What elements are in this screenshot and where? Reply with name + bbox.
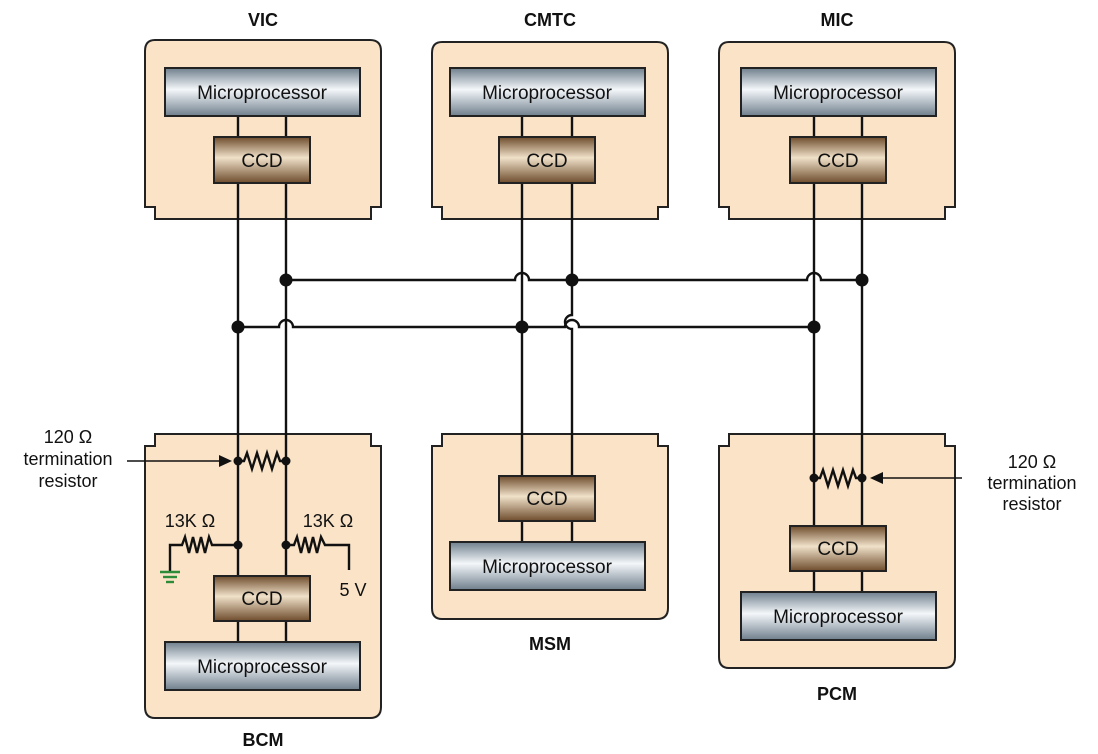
pcm-termination-resistor: [809, 465, 867, 491]
bcm-microprocessor-box: [164, 641, 361, 691]
msm-microprocessor-box: [449, 541, 646, 591]
left-resistor-label-line1: 120 Ω: [44, 427, 93, 447]
bcm-title: BCM: [243, 730, 284, 750]
vic-microprocessor-label: Microprocessor: [197, 83, 328, 104]
vic-ccd-box: [213, 136, 311, 184]
vic-microprocessor-box: [164, 67, 361, 117]
left-resistor-callout-arrow: [127, 455, 232, 467]
mic-ccd-box: [789, 136, 887, 184]
vic-title: VIC: [248, 10, 278, 30]
vic-module-panel: [144, 39, 382, 220]
pulldown-resistor-value: 13K Ω: [165, 511, 215, 531]
msm-ccd-label: CCD: [526, 489, 567, 510]
vic-ccd-label: CCD: [241, 151, 282, 172]
ground-icon: [160, 570, 180, 584]
pcm-microprocessor-box: [740, 591, 937, 641]
pcm-title: PCM: [817, 684, 857, 704]
bcm-pullup-resistor: [281, 532, 351, 570]
msm-title: MSM: [529, 634, 571, 654]
pullup-resistor-value: 13K Ω: [303, 511, 353, 531]
internal-wires: [236, 116, 864, 642]
cmtc-microprocessor-label: Microprocessor: [482, 83, 613, 104]
bus-wires: [236, 182, 864, 576]
right-resistor-label-line3: resistor: [1002, 494, 1061, 514]
bcm-ccd-label: CCD: [241, 589, 282, 610]
cmtc-title: CMTC: [524, 10, 576, 30]
msm-ccd-box: [498, 475, 596, 522]
pcm-microprocessor-label: Microprocessor: [773, 607, 904, 628]
mic-microprocessor-label: Microprocessor: [773, 83, 904, 104]
mic-title: MIC: [821, 10, 854, 30]
junction-dots: [231, 273, 869, 334]
right-resistor-label-line2: termination: [987, 473, 1076, 493]
bcm-microprocessor-label: Microprocessor: [197, 657, 328, 678]
left-resistor-label-line3: resistor: [38, 471, 97, 491]
cmtc-ccd-box: [498, 136, 596, 184]
mic-microprocessor-box: [740, 67, 937, 117]
right-resistor-label-line1: 120 Ω: [1008, 452, 1057, 472]
left-resistor-label-line2: termination: [23, 449, 112, 469]
right-resistor-callout-arrow: [870, 472, 962, 484]
mic-ccd-label: CCD: [817, 151, 858, 172]
cmtc-ccd-label: CCD: [526, 151, 567, 172]
bcm-pulldown-resistor: [168, 532, 243, 571]
msm-module-panel: [431, 433, 669, 620]
msm-microprocessor-label: Microprocessor: [482, 557, 613, 578]
bcm-ccd-box: [213, 575, 311, 622]
cmtc-microprocessor-box: [449, 67, 646, 117]
pcm-ccd-label: CCD: [817, 539, 858, 560]
pcm-ccd-box: [789, 525, 887, 572]
bcm-termination-resistor: [233, 448, 291, 474]
supply-voltage-label: 5 V: [339, 580, 366, 600]
